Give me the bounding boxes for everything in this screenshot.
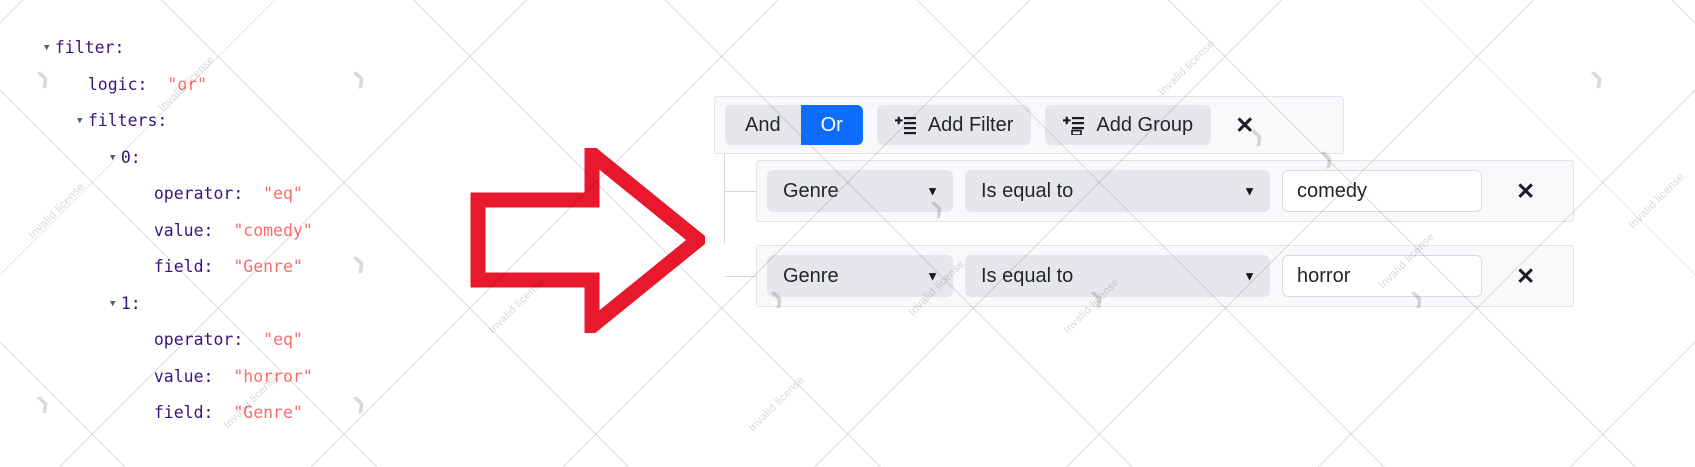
json-tree-row: ▼ filters:: [0, 103, 460, 140]
json-value: "comedy": [213, 220, 313, 240]
json-tree-row: operator: "eq": [0, 322, 460, 359]
red-right-arrow: [470, 148, 705, 333]
caret-down-icon[interactable]: ▼: [77, 116, 88, 126]
json-punctuation: :: [203, 366, 214, 386]
json-punctuation: :: [157, 111, 168, 130]
rule-field-value: Genre: [783, 179, 839, 202]
watermark-text: Invalid license: [1156, 37, 1218, 99]
json-key: filter: [54, 38, 115, 57]
caret-spacer: [143, 189, 154, 199]
json-punctuation: :: [233, 184, 244, 203]
caret-spacer: [143, 372, 154, 382]
json-key: operator: [153, 330, 234, 349]
json-punctuation: :: [130, 293, 141, 313]
json-punctuation: :: [203, 257, 214, 276]
add-group-icon: [1063, 115, 1085, 136]
rule-field-select[interactable]: Genre ▼: [767, 170, 953, 213]
caret-spacer: [143, 262, 154, 272]
add-group-button[interactable]: Add Group: [1045, 105, 1212, 146]
logic-and-button[interactable]: And: [725, 105, 801, 146]
chevron-down-icon: ▼: [1243, 183, 1256, 199]
rule-operator-select[interactable]: Is equal to ▼: [965, 170, 1270, 213]
json-tree-row: ▼ filter:: [0, 30, 460, 67]
caret-down-icon[interactable]: ▼: [44, 43, 55, 53]
json-value: "Genre": [213, 403, 303, 422]
json-key: filters: [87, 111, 158, 130]
remove-rule-button[interactable]: ✕: [1506, 261, 1545, 292]
json-key: field: [153, 257, 204, 276]
rule-field-select[interactable]: Genre ▼: [767, 255, 953, 298]
query-builder: And Or Add Filter: [714, 96, 1684, 330]
json-key: value: [153, 220, 204, 240]
json-tree-row: field: "Genre": [0, 249, 460, 286]
json-punctuation: :: [203, 220, 214, 240]
rule-field-value: Genre: [783, 264, 839, 287]
rule-value-input[interactable]: [1282, 170, 1482, 213]
filter-rule-row: Genre ▼ Is equal to ▼ ✕: [725, 245, 1574, 308]
json-tree-row: value: "comedy": [0, 213, 460, 250]
red-right-arrow-svg: [470, 148, 705, 333]
json-tree-row: operator: "eq": [0, 176, 460, 213]
json-punctuation: :: [203, 403, 214, 422]
logic-or-button[interactable]: Or: [800, 105, 863, 146]
add-filter-label: Add Filter: [927, 114, 1014, 136]
json-tree-row: value: "horror": [0, 359, 460, 396]
watermark-text: Invalid license: [746, 373, 808, 435]
add-group-label: Add Group: [1096, 114, 1194, 136]
json-punctuation: :: [137, 74, 148, 94]
json-key: value: [153, 366, 204, 386]
rule-value-input[interactable]: [1282, 255, 1482, 298]
remove-rule-button[interactable]: ✕: [1506, 176, 1545, 207]
json-punctuation: :: [233, 330, 244, 349]
json-value: "eq": [243, 330, 303, 349]
json-key: 0: [120, 147, 131, 167]
add-filter-button[interactable]: Add Filter: [876, 105, 1032, 146]
caret-spacer: [143, 226, 154, 236]
watermark-logo-icon: ❱: [1587, 67, 1608, 90]
caret-spacer: [77, 80, 88, 90]
json-key: operator: [153, 184, 234, 203]
json-tree-row: logic: "or": [0, 67, 460, 104]
filter-rule-row: Genre ▼ Is equal to ▼ ✕: [725, 160, 1574, 223]
caret-spacer: [143, 335, 154, 345]
caret-down-icon[interactable]: ▼: [110, 298, 121, 309]
rule-operator-value: Is equal to: [981, 264, 1074, 287]
json-tree-row: ▼ 1:: [0, 286, 460, 323]
json-value: "or": [147, 74, 208, 94]
json-punctuation: :: [130, 147, 141, 167]
json-key: 1: [120, 293, 131, 313]
caret-spacer: [143, 408, 154, 418]
filter-rule-list: Genre ▼ Is equal to ▼ ✕ Genre ▼ Is equal…: [714, 154, 1684, 308]
json-value: "horror": [213, 366, 313, 386]
remove-group-button[interactable]: ✕: [1225, 110, 1264, 141]
json-value: "Genre": [213, 257, 303, 276]
json-punctuation: :: [114, 38, 125, 57]
rule-operator-value: Is equal to: [981, 179, 1074, 202]
add-filter-icon: [894, 115, 917, 135]
json-tree-row: field: "Genre": [0, 395, 460, 432]
filter-group-toolbar: And Or Add Filter: [714, 96, 1344, 155]
json-key: field: [153, 403, 204, 422]
chevron-down-icon: ▼: [1243, 268, 1256, 284]
logic-toggle-group[interactable]: And Or: [725, 105, 863, 146]
json-value: "eq": [243, 184, 303, 203]
json-key: logic: [87, 74, 138, 94]
json-tree-row: ▼ 0:: [0, 140, 460, 177]
chevron-down-icon: ▼: [926, 183, 939, 199]
caret-down-icon[interactable]: ▼: [110, 152, 121, 163]
json-tree-viewer: ▼ filter: logic: "or"▼ filters:▼ 0: oper…: [0, 0, 460, 467]
chevron-down-icon: ▼: [926, 268, 939, 284]
rule-operator-select[interactable]: Is equal to ▼: [965, 255, 1270, 298]
